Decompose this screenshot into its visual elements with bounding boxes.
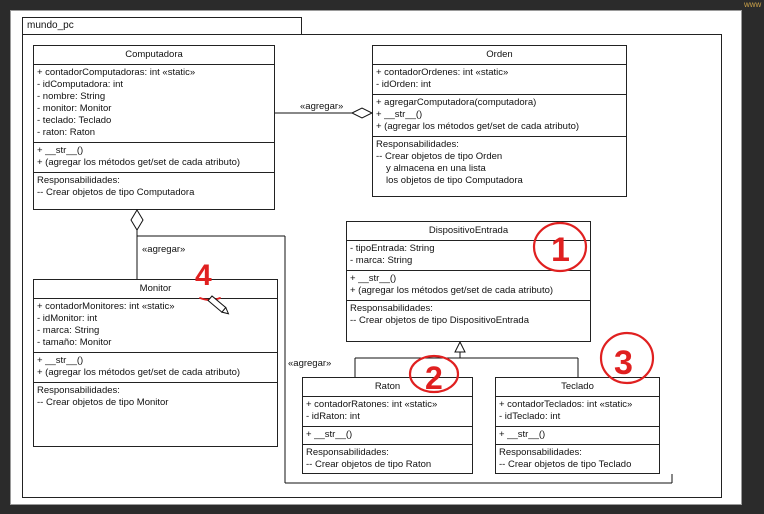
responsibility: Responsabilidades:	[37, 175, 120, 186]
class-attributes: + contadorRatones: int «static» - idRato…	[303, 397, 472, 427]
class-responsibilities: Responsabilidades: -- Crear objetos de t…	[496, 445, 659, 474]
annotation-number-1: 1	[551, 231, 570, 269]
agregar-label-monitor: «agregar»	[142, 244, 186, 255]
responsibility: -- Crear objetos de tipo Orden	[376, 151, 503, 162]
attribute: - marca: String	[37, 325, 100, 336]
annotation-layer	[199, 221, 655, 394]
inheritance-triangle	[454, 340, 466, 353]
attribute: + contadorComputadoras: int «static»	[37, 67, 196, 78]
method: + __str__()	[306, 429, 353, 440]
aggregation-diamond-orden	[350, 107, 374, 119]
class-methods: + __str__() + (agregar los métodos get/s…	[34, 143, 274, 173]
responsibility: Responsabilidades:	[350, 303, 433, 314]
aggregation-diamond-monitor	[130, 209, 144, 231]
annotation-number-2: 2	[425, 360, 443, 396]
class-responsibilities: Responsabilidades: -- Crear objetos de t…	[34, 383, 277, 412]
responsibility: -- Crear objetos de tipo Computadora	[37, 187, 195, 198]
class-responsibilities: Responsabilidades: -- Crear objetos de t…	[373, 137, 626, 190]
responsibility: los objetos de tipo Computadora	[386, 175, 523, 186]
attribute: + contadorTeclados: int «static»	[499, 399, 633, 410]
attribute: - tamaño: Monitor	[37, 337, 112, 348]
class-name: Orden	[373, 46, 626, 65]
attribute: + contadorMonitores: int «static»	[37, 301, 175, 312]
class-attributes: + contadorOrdenes: int «static» - idOrde…	[373, 65, 626, 95]
responsibility: Responsabilidades:	[306, 447, 389, 458]
method: + __str__()	[37, 355, 84, 366]
attribute: - teclado: Teclado	[37, 115, 112, 126]
attribute: - idOrden: int	[376, 79, 431, 90]
annotation-number-4: 4	[195, 259, 212, 292]
responsibility: -- Crear objetos de tipo Raton	[306, 459, 432, 470]
method: + (agregar los métodos get/set de cada a…	[376, 121, 580, 132]
attribute: - raton: Raton	[37, 127, 96, 138]
attribute: - nombre: String	[37, 91, 106, 102]
class-responsibilities: Responsabilidades: -- Crear objetos de t…	[347, 301, 590, 330]
responsibility: -- Crear objetos de tipo Monitor	[37, 397, 169, 408]
responsibility: -- Crear objetos de tipo Teclado	[499, 459, 632, 470]
responsibility: y almacena en una lista	[386, 163, 486, 174]
attribute: - monitor: Monitor	[37, 103, 112, 114]
class-attributes: + contadorTeclados: int «static» - idTec…	[496, 397, 659, 427]
class-responsibilities: Responsabilidades: -- Crear objetos de t…	[303, 445, 472, 474]
class-name: DispositivoEntrada	[347, 222, 590, 241]
pencil-cursor-icon	[207, 295, 230, 315]
class-name: Computadora	[34, 46, 274, 65]
responsibility: -- Crear objetos de tipo DispositivoEntr…	[350, 315, 530, 326]
method: + __str__()	[350, 273, 397, 284]
attribute: - idTeclado: int	[499, 411, 561, 422]
class-attributes: + contadorMonitores: int «static» - idMo…	[34, 299, 277, 353]
attribute: - idRaton: int	[306, 411, 360, 422]
class-methods: + __str__() + (agregar los métodos get/s…	[347, 271, 590, 301]
package-frame	[22, 34, 722, 498]
corner-text: www	[744, 0, 762, 9]
attribute: - tipoEntrada: String	[350, 243, 435, 254]
attribute: - marca: String	[350, 255, 413, 266]
class-methods: + agregarComputadora(computadora) + __st…	[373, 95, 626, 137]
class-methods: + __str__()	[303, 427, 472, 445]
responsibility: Responsabilidades:	[499, 447, 582, 458]
agregar-label-dispositivos: «agregar»	[288, 358, 332, 369]
method: + agregarComputadora(computadora)	[376, 97, 537, 108]
method: + __str__()	[499, 429, 546, 440]
annotation-numbers: 1 2 3 4	[195, 231, 633, 396]
class-attributes: - tipoEntrada: String - marca: String	[347, 241, 590, 271]
class-methods: + __str__()	[496, 427, 659, 445]
class-orden[interactable]: Orden + contadorOrdenes: int «static» - …	[372, 45, 627, 197]
class-teclado[interactable]: Teclado + contadorTeclados: int «static»…	[495, 377, 660, 474]
class-computadora[interactable]: Computadora + contadorComputadoras: int …	[33, 45, 275, 210]
annotation-number-3: 3	[614, 344, 633, 382]
attribute: - idMonitor: int	[37, 313, 98, 324]
method: + (agregar los métodos get/set de cada a…	[350, 285, 554, 296]
method: + __str__()	[376, 109, 423, 120]
attribute: + contadorOrdenes: int «static»	[376, 67, 509, 78]
class-name: Monitor	[34, 280, 277, 299]
responsibility: Responsabilidades:	[37, 385, 120, 396]
annotation-circle-2	[408, 354, 460, 394]
method: + (agregar los métodos get/set de cada a…	[37, 157, 241, 168]
class-methods: + __str__() + (agregar los métodos get/s…	[34, 353, 277, 383]
class-responsibilities: Responsabilidades: -- Crear objetos de t…	[34, 173, 274, 202]
package-name: mundo_pc	[27, 20, 74, 31]
annotation-circle-1	[532, 221, 588, 273]
attribute: - idComputadora: int	[37, 79, 124, 90]
class-name: Teclado	[496, 378, 659, 397]
class-attributes: + contadorComputadoras: int «static» - i…	[34, 65, 274, 143]
attribute: + contadorRatones: int «static»	[306, 399, 438, 410]
agregar-label-orden: «agregar»	[300, 101, 344, 112]
method: + __str__()	[37, 145, 84, 156]
class-monitor[interactable]: Monitor + contadorMonitores: int «static…	[33, 279, 278, 447]
class-name: Raton	[303, 378, 472, 397]
responsibility: Responsabilidades:	[376, 139, 459, 150]
annotation-circle-3	[599, 331, 655, 385]
method: + (agregar los métodos get/set de cada a…	[37, 367, 241, 378]
class-dispositivo-entrada[interactable]: DispositivoEntrada - tipoEntrada: String…	[346, 221, 591, 342]
class-raton[interactable]: Raton + contadorRatones: int «static» - …	[302, 377, 473, 474]
